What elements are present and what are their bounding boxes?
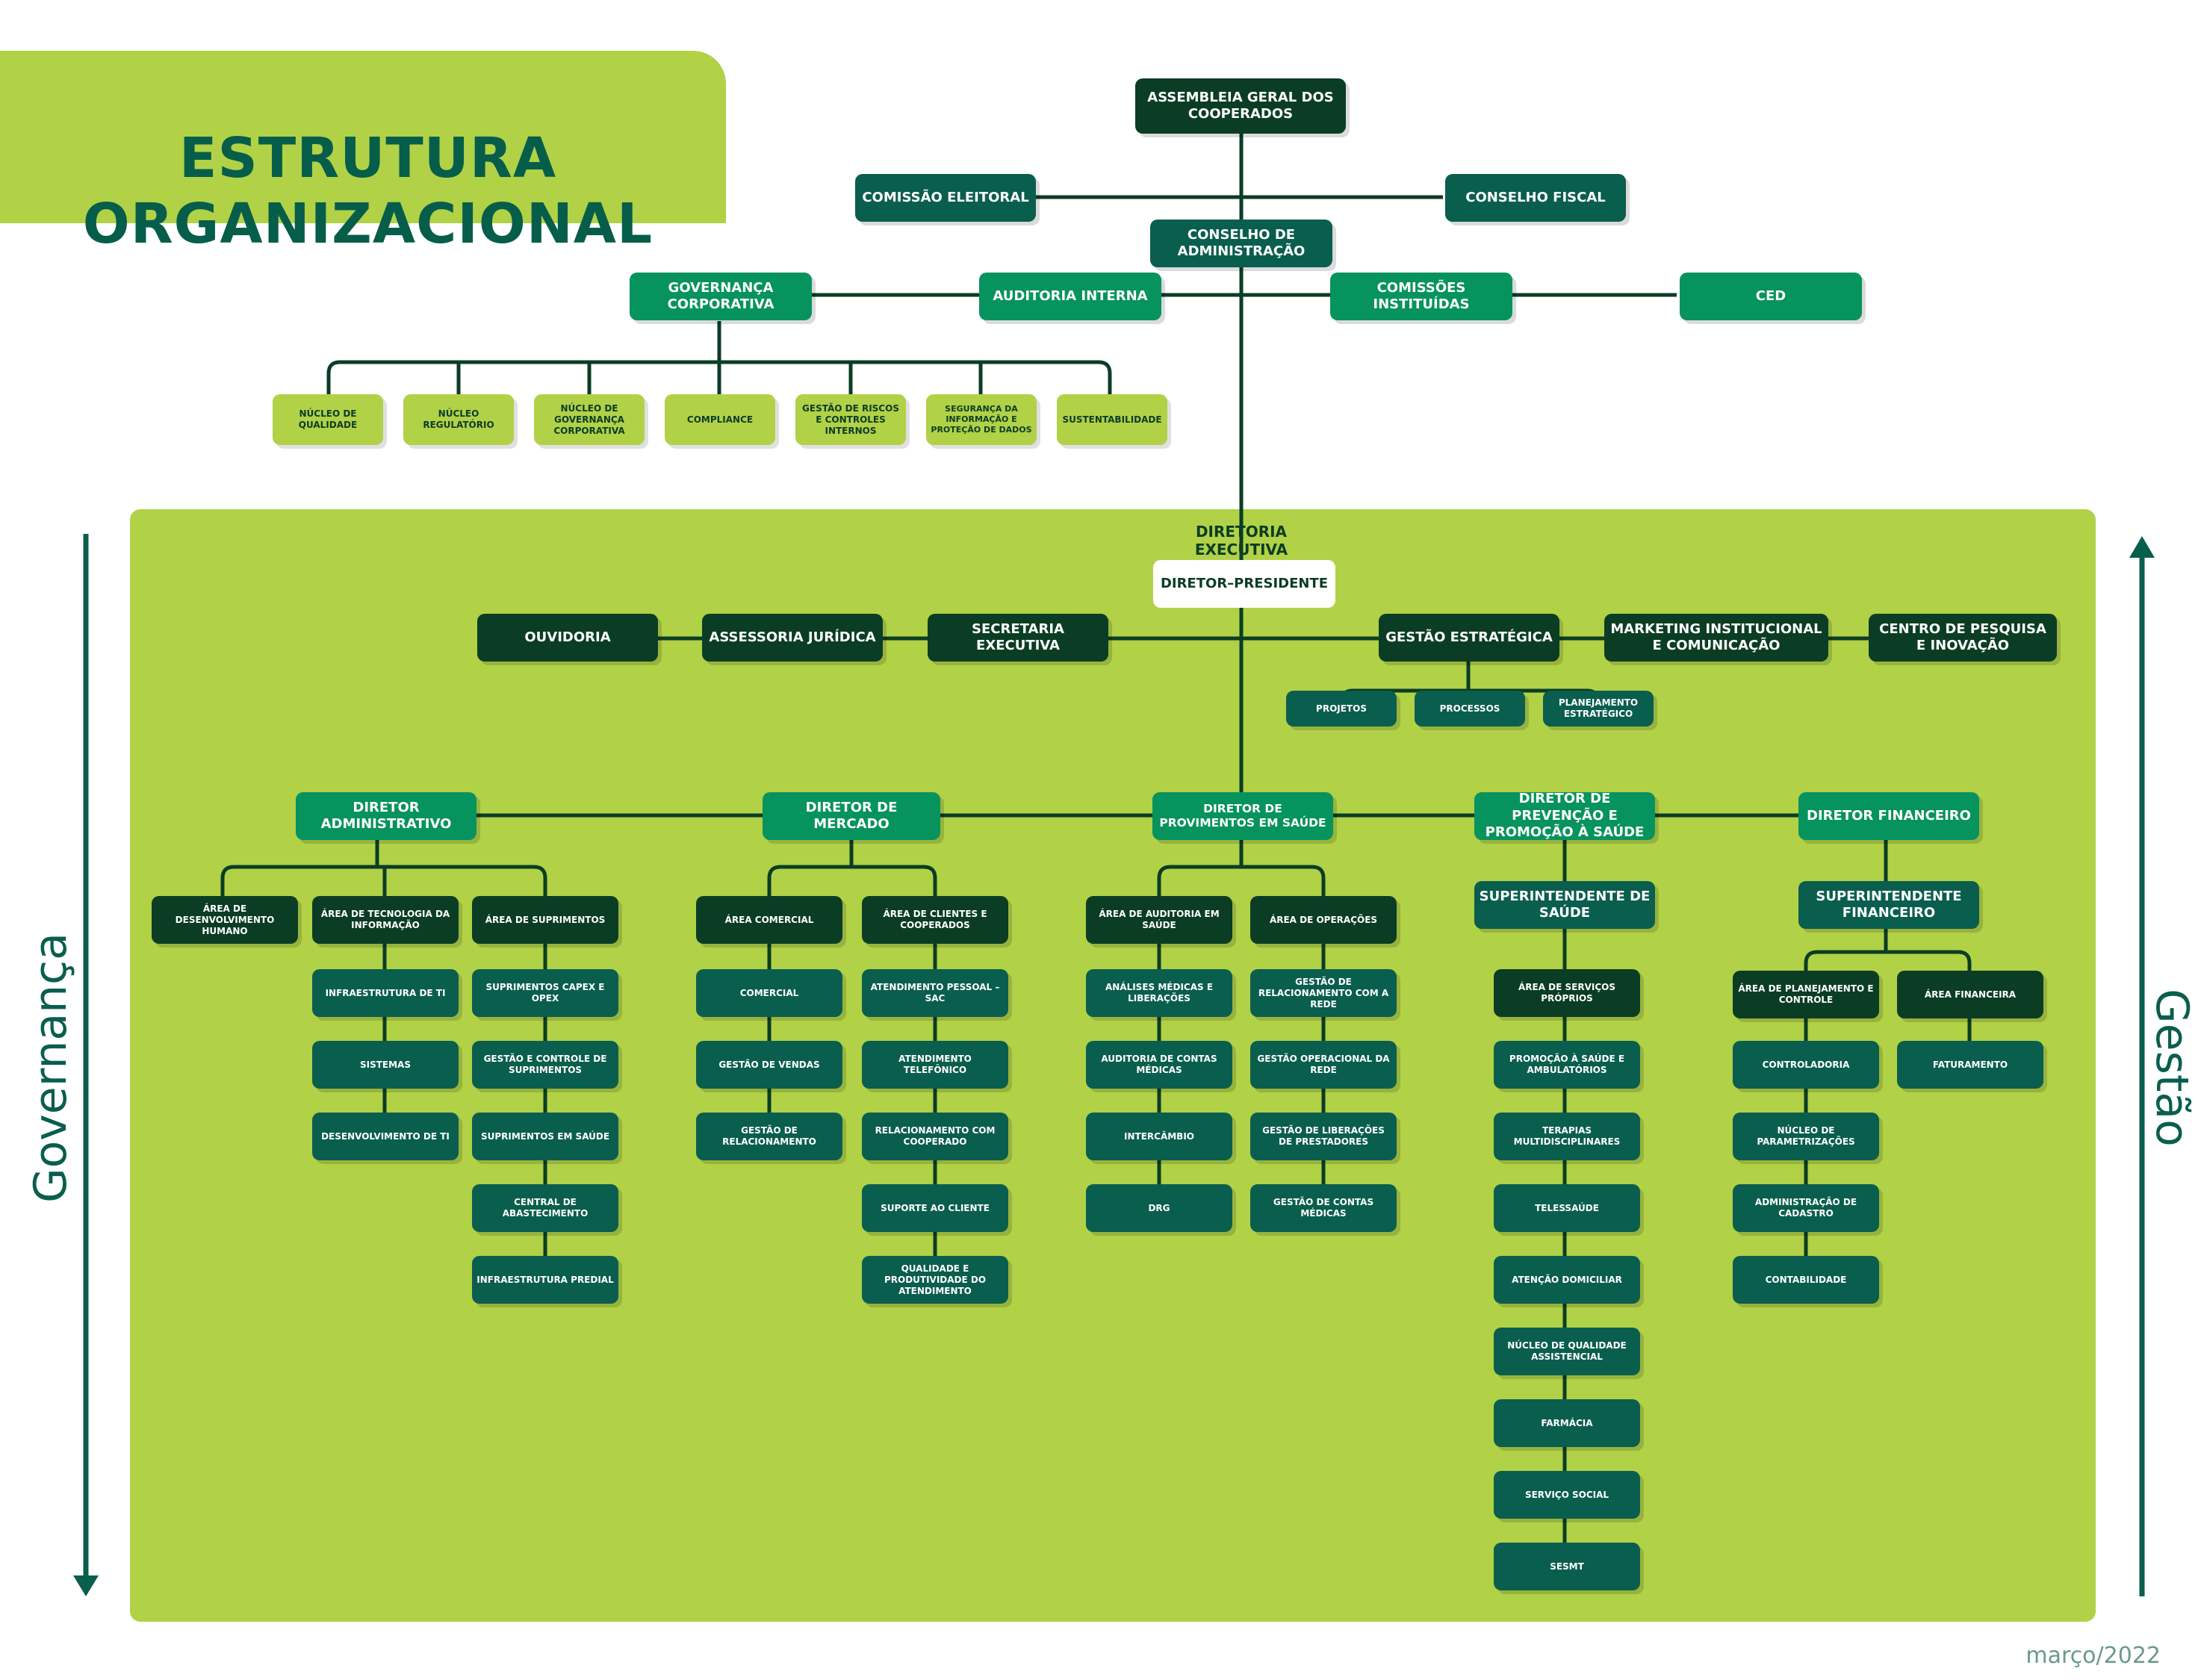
unit-box: Central de Abastecimento bbox=[472, 1184, 618, 1232]
assembleia-box: Assembleia Geral dos Cooperados bbox=[1135, 78, 1346, 134]
unit-box: Relacionamento com Cooperado bbox=[862, 1113, 1008, 1160]
unit-box: Núcleo de Parametrizações bbox=[1733, 1113, 1879, 1160]
nucleo-box: Núcleo de Qualidade bbox=[273, 394, 383, 445]
secretaria-executiva-box: Secretaria Executiva bbox=[928, 614, 1108, 662]
nucleo-box: Sustentabilidade bbox=[1057, 394, 1167, 445]
nucleo-box: Gestão de Riscos e Controles Internos bbox=[795, 394, 906, 445]
unit-box: Controladoria bbox=[1733, 1041, 1879, 1089]
nucleo-box: Segurança da Informação e Proteção de Da… bbox=[926, 394, 1037, 445]
nucleo-box: Compliance bbox=[665, 394, 775, 445]
area-box: Área de Planejamento e Controle bbox=[1733, 971, 1879, 1018]
unit-box: Gestão Operacional da Rede bbox=[1250, 1041, 1397, 1089]
unit-box: Promoção à Saúde e Ambulatórios bbox=[1494, 1041, 1640, 1089]
conselho-administracao-box: Conselho de Administração bbox=[1150, 220, 1332, 267]
unit-box: Sistemas bbox=[312, 1041, 459, 1089]
governanca-side-label: Governança bbox=[25, 933, 77, 1203]
area-box: Área de Operações bbox=[1250, 896, 1397, 944]
unit-box: Gestão e Controle de Suprimentos bbox=[472, 1041, 618, 1089]
unit-box: Atendimento Pessoal – SAC bbox=[862, 969, 1008, 1017]
unit-box: Telessaúde bbox=[1494, 1184, 1640, 1232]
unit-box: Terapias Multidisciplinares bbox=[1494, 1113, 1640, 1160]
unit-box: SESMT bbox=[1494, 1543, 1640, 1590]
unit-box: Gestão de Relacionamento com a Rede bbox=[1250, 969, 1397, 1017]
comissoes-instituidas-box: Comissões Instituídas bbox=[1330, 273, 1512, 320]
area-box: Área de Clientes e Cooperados bbox=[862, 896, 1008, 944]
diretor-prevencao-box: Diretor de Prevenção e Promoção à Saúde bbox=[1474, 791, 1655, 840]
diretor-mercado-box: Diretor de Mercado bbox=[763, 792, 940, 840]
title-line-1: ESTRUTURA bbox=[178, 126, 557, 190]
area-box: Área Financeira bbox=[1897, 971, 2043, 1018]
area-box: Área de Serviços Próprios bbox=[1494, 969, 1640, 1017]
diretor-financeiro-box: Diretor Financeiro bbox=[1798, 792, 1979, 840]
marketing-box: Marketing Institucional e Comunicação bbox=[1604, 614, 1828, 662]
diretor-presidente-box: Diretor–Presidente bbox=[1153, 560, 1335, 608]
gestao-estrategica-box: Gestão Estratégica bbox=[1379, 614, 1559, 662]
unit-box: Suporte ao Cliente bbox=[862, 1184, 1008, 1232]
centro-pesquisa-box: Centro de Pesquisa e Inovação bbox=[1869, 614, 2057, 662]
unit-box: Faturamento bbox=[1897, 1041, 2043, 1089]
nucleo-box: Núcleo Regulatório bbox=[403, 394, 514, 445]
unit-box: Gestão de Contas Médicas bbox=[1250, 1184, 1397, 1232]
unit-box: Comercial bbox=[696, 969, 842, 1017]
conselho-fiscal-box: Conselho Fiscal bbox=[1445, 174, 1626, 222]
unit-box: Serviço Social bbox=[1494, 1471, 1640, 1519]
title-line-2: ORGANIZACIONAL bbox=[82, 192, 654, 256]
gestao-side-label: Gestão bbox=[2146, 989, 2198, 1147]
unit-box: Análises Médicas e Liberações bbox=[1086, 969, 1232, 1017]
unit-box: Suprimentos Capex e Opex bbox=[472, 969, 618, 1017]
unit-box: Administração de Cadastro bbox=[1733, 1184, 1879, 1232]
nucleo-box: Núcleo de Governança Corporativa bbox=[534, 394, 645, 445]
unit-box: Gestão de Liberações de Prestadores bbox=[1250, 1113, 1397, 1160]
title-banner: ESTRUTURA ORGANIZACIONAL bbox=[0, 51, 726, 254]
date-label: março/2022 bbox=[2025, 1643, 2161, 1669]
projetos-box: Projetos bbox=[1286, 691, 1397, 727]
diretor-provimentos-box: Diretor de Provimentos em Saúde bbox=[1152, 792, 1333, 840]
superintendente-financeiro-box: Superintendente Financeiro bbox=[1798, 881, 1979, 929]
unit-box: Contabilidade bbox=[1733, 1256, 1879, 1304]
area-box: Área de Desenvolvimento Humano bbox=[152, 896, 298, 944]
governanca-corporativa-box: Governança Corporativa bbox=[630, 273, 812, 320]
unit-box: Infraestrutura de TI bbox=[312, 969, 459, 1017]
area-box: Área de Auditoria em Saúde bbox=[1086, 896, 1232, 944]
processos-box: Processos bbox=[1415, 691, 1525, 727]
unit-box: Gestão de Relacionamento bbox=[696, 1113, 842, 1160]
unit-box: Infraestrutura Predial bbox=[472, 1256, 618, 1304]
unit-box: Núcleo de Qualidade Assistencial bbox=[1494, 1328, 1640, 1375]
unit-box: Intercâmbio bbox=[1086, 1113, 1232, 1160]
area-box: Área de Tecnologia da Informação bbox=[312, 896, 459, 944]
unit-box: Atendimento Telefônico bbox=[862, 1041, 1008, 1089]
assessoria-juridica-box: Assessoria Jurídica bbox=[702, 614, 883, 662]
ouvidoria-box: Ouvidoria bbox=[477, 614, 658, 662]
planejamento-estrategico-box: Planejamento Estratégico bbox=[1543, 691, 1654, 727]
area-box: Área Comercial bbox=[696, 896, 842, 944]
unit-box: Atenção Domiciliar bbox=[1494, 1256, 1640, 1304]
unit-box: Farmácia bbox=[1494, 1399, 1640, 1447]
unit-box: Suprimentos em Saúde bbox=[472, 1113, 618, 1160]
area-box: Área de Suprimentos bbox=[472, 896, 618, 944]
unit-box: Qualidade e Produtividade do Atendimento bbox=[862, 1256, 1008, 1304]
unit-box: Auditoria de Contas Médicas bbox=[1086, 1041, 1232, 1089]
auditoria-interna-box: Auditoria Interna bbox=[979, 273, 1161, 320]
diretoria-executiva-label: Diretoria Executiva bbox=[1194, 523, 1288, 559]
ced-box: CED bbox=[1680, 273, 1862, 320]
unit-box: Desenvolvimento de TI bbox=[312, 1113, 459, 1160]
comissao-eleitoral-box: Comissão Eleitoral bbox=[855, 174, 1036, 222]
diretor-administrativo-box: Diretor Administrativo bbox=[296, 792, 476, 840]
unit-box: DRG bbox=[1086, 1184, 1232, 1232]
unit-box: Gestão de Vendas bbox=[696, 1041, 842, 1089]
superintendente-saude-box: Superintendente de Saúde bbox=[1474, 881, 1655, 929]
